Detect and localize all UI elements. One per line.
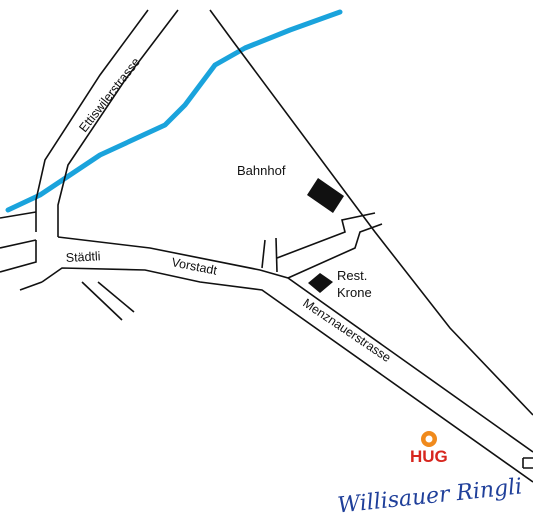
road-southwest-edge-b [19,281,43,291]
road-station-access-lower [287,223,383,279]
road-west-stub-lower [0,239,37,249]
road-side-south-b [97,281,135,313]
railway-line [209,9,533,416]
road-stub-north-b [275,237,278,273]
road-staedtli-vorstadt-upper [57,236,533,453]
river [5,9,343,213]
road-southwest-edge-a [0,240,37,273]
road-ettiswilerstrasse-edge-right [57,9,179,237]
building-rest-krone [308,273,333,293]
building-bahnhof [307,178,344,213]
label-bahnhof: Bahnhof [237,163,286,178]
road-side-south-a [81,281,123,321]
hug-logo-emblem-inner-icon [425,435,433,443]
willisauer-ringli-wordmark: Willisauer Ringli [336,474,523,518]
label-menznauerstrasse: Menznauerstrasse [300,296,393,365]
label-rest: Rest. [337,268,367,283]
road-east-stub [522,457,533,469]
hug-logo-text: HUG [410,447,448,466]
hug-logo: HUG [410,431,448,466]
road-ettiswilerstrasse-edge-left [35,9,149,232]
road-west-stub-upper [0,211,37,219]
road-staedtli-vorstadt-lower [41,267,533,483]
road-stub-north-a [261,239,266,269]
label-staedtli: Städtli [65,249,100,265]
label-krone: Krone [337,285,372,300]
label-vorstadt: Vorstadt [170,255,218,278]
road-station-access-upper [276,212,376,259]
